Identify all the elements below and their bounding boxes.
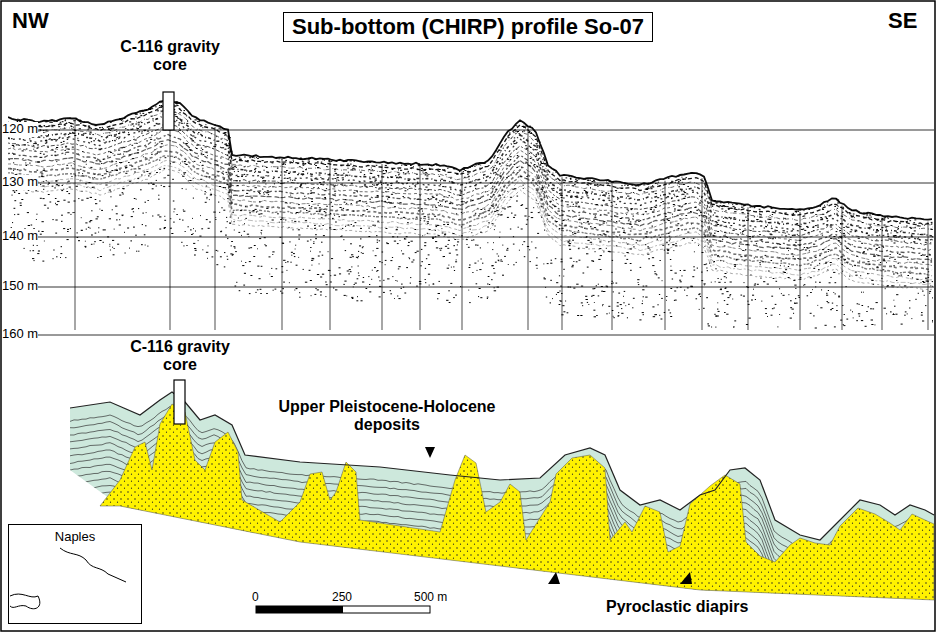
depth-label: 140 m [2,229,38,244]
fix-line [928,222,929,330]
figure-label: SE [888,8,917,33]
seismic-reflector [8,130,932,251]
depth-label: 130 m [2,175,38,190]
seismic-reflector [8,110,932,230]
fix-line [382,164,383,330]
seismic-speckle [8,101,933,328]
fix-line [842,206,843,330]
core-symbol [163,92,174,130]
fix-line [282,159,283,330]
place-name: Naples [9,529,141,544]
seafloor-line [70,392,934,540]
figure-label: NW [12,8,49,33]
depth-label: 120 m [2,122,38,137]
depth-gridline [2,335,934,336]
fix-line [612,184,613,331]
seismic-reflector [8,101,932,220]
depth-label: 150 m [2,279,38,294]
scale-label: 500 m [414,591,447,605]
scale-bar [256,606,343,613]
figure-label: C-116 gravity core [122,338,238,375]
depth-gridline [2,130,934,131]
depth-label: 160 m [2,327,38,342]
depth-gridline [2,287,934,288]
fix-line [420,166,421,330]
fix-line [528,127,529,330]
depth-gridline [2,237,934,238]
fix-line [702,178,703,330]
seismic-reflector [8,151,932,270]
figure-title: Sub-bottom (CHIRP) profile So-07 [283,12,653,42]
core-symbol [174,380,185,424]
fix-line [748,207,749,330]
fix-line [462,171,463,330]
sediment-fill [70,392,934,600]
coastline [10,548,126,609]
figure-label: C-116 gravity core [112,38,228,75]
fix-line [215,127,216,330]
pyroclastic-stipple [100,404,934,600]
seismic-reflector [8,125,932,245]
scale-bar [256,606,430,613]
scale-label: 0 [252,591,259,605]
inset-map: Naples [8,524,142,624]
figure-label: Upper Pleistocene-Holocene deposits [262,398,512,435]
scale-label: 250 [332,591,352,605]
pyroclastic-fill [100,404,934,600]
pointer-arrow [548,572,560,584]
seismic-reflector [8,140,932,261]
depth-gridline [2,183,934,184]
seismic-reflector [8,145,932,266]
fix-line [665,181,666,330]
pointer-arrow [425,447,435,458]
fix-line [800,212,801,330]
figure-label: Pyroclastic diapirs [606,598,748,616]
seismic-reflector [8,160,932,280]
fix-line [75,121,76,330]
fix-line [330,162,331,331]
seismic-reflector [8,166,932,285]
fix-line [170,103,171,330]
fix-line [562,177,563,330]
fix-line [882,218,883,330]
pointer-arrow [680,572,692,584]
